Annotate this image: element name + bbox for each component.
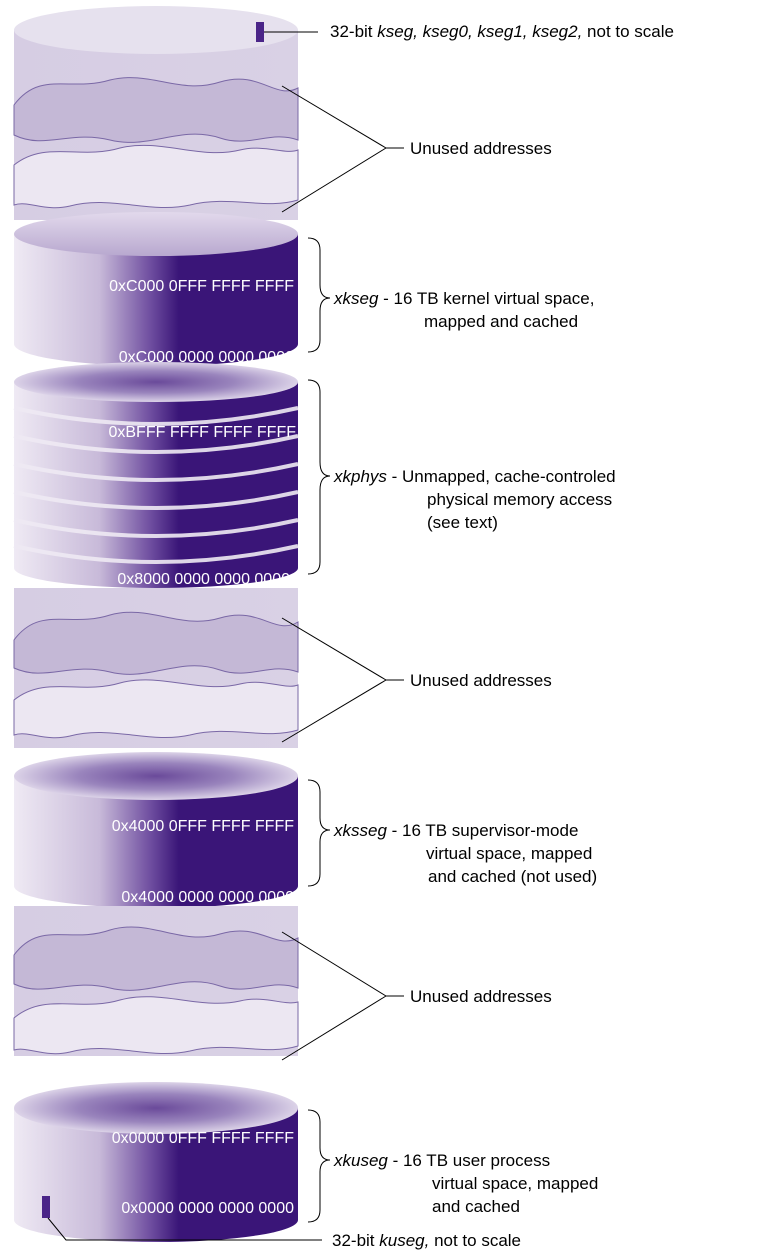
unused-band-1 — [13, 6, 299, 220]
xksseg-bottom-address: 0x4000 0000 0000 0000 — [121, 889, 294, 906]
kuseg-marker-icon — [42, 1196, 50, 1218]
unused-band-2 — [13, 588, 299, 748]
svg-text:xkuseg - 16 TB user process: xkuseg - 16 TB user process — [333, 1151, 550, 1170]
top-note: 32-bit kseg, kseg0, kseg1, kseg2, not to… — [330, 22, 674, 41]
xkuseg-description: xkuseg - 16 TB user process virtual spac… — [333, 1151, 598, 1216]
svg-text:xksseg - 16 TB supervisor-mode: xksseg - 16 TB supervisor-mode — [333, 821, 578, 840]
svg-text:and cached (not used): and cached (not used) — [428, 867, 597, 886]
xkseg-description: xkseg - 16 TB kernel virtual space, mapp… — [333, 289, 594, 331]
xksseg-top-address: 0x4000 0FFF FFFF FFFF — [112, 818, 294, 835]
segment-xkseg — [14, 212, 298, 366]
xkuseg-name: xkuseg — [333, 1151, 388, 1170]
xksseg-description: xksseg - 16 TB supervisor-mode virtual s… — [333, 821, 597, 886]
segment-braces — [307, 237, 331, 1223]
unused-label-1: Unused addresses — [410, 139, 552, 158]
xkphys-top-address: 0xBFFF FFFF FFFF FFFF — [108, 424, 296, 441]
bottom-note-leader — [47, 1217, 322, 1241]
svg-text:physical memory access: physical memory access — [427, 490, 612, 509]
svg-text:xkphys - Unmapped, cache-contr: xkphys - Unmapped, cache-controled — [333, 467, 616, 486]
unused-label-2: Unused addresses — [410, 671, 552, 690]
svg-text:virtual space, mapped: virtual space, mapped — [426, 844, 592, 863]
xkphys-bottom-address: 0x8000 0000 0000 0000 — [117, 571, 290, 588]
xksseg-name: xksseg — [333, 821, 387, 840]
unused-label-3: Unused addresses — [410, 987, 552, 1006]
svg-text:and cached: and cached — [432, 1197, 520, 1216]
segment-xksseg — [14, 752, 298, 908]
unused-callout-lines — [281, 85, 404, 1061]
xkseg-top-address: 0xC000 0FFF FFFF FFFF — [109, 278, 294, 295]
xkphys-description: xkphys - Unmapped, cache-controled physi… — [333, 467, 616, 532]
svg-text:(see text): (see text) — [427, 513, 498, 532]
svg-text:mapped and cached: mapped and cached — [424, 312, 578, 331]
unused-band-3 — [13, 906, 299, 1056]
segment-xkphys — [13, 362, 299, 588]
xkuseg-top-address: 0x0000 0FFF FFFF FFFF — [112, 1130, 294, 1147]
svg-text:xkseg - 16 TB kernel virtual s: xkseg - 16 TB kernel virtual space, — [333, 289, 594, 308]
xkuseg-bottom-address: 0x0000 0000 0000 0000 — [121, 1200, 294, 1217]
xkseg-bottom-address: 0xC000 0000 0000 0000 — [119, 349, 294, 366]
xkphys-name: xkphys — [333, 467, 387, 486]
segment-xkuseg — [14, 1082, 298, 1242]
kseg-marker-icon — [256, 22, 264, 42]
svg-text:virtual space, mapped: virtual space, mapped — [432, 1174, 598, 1193]
bottom-note: 32-bit kuseg, not to scale — [332, 1231, 521, 1250]
xkseg-name: xkseg — [333, 289, 379, 308]
